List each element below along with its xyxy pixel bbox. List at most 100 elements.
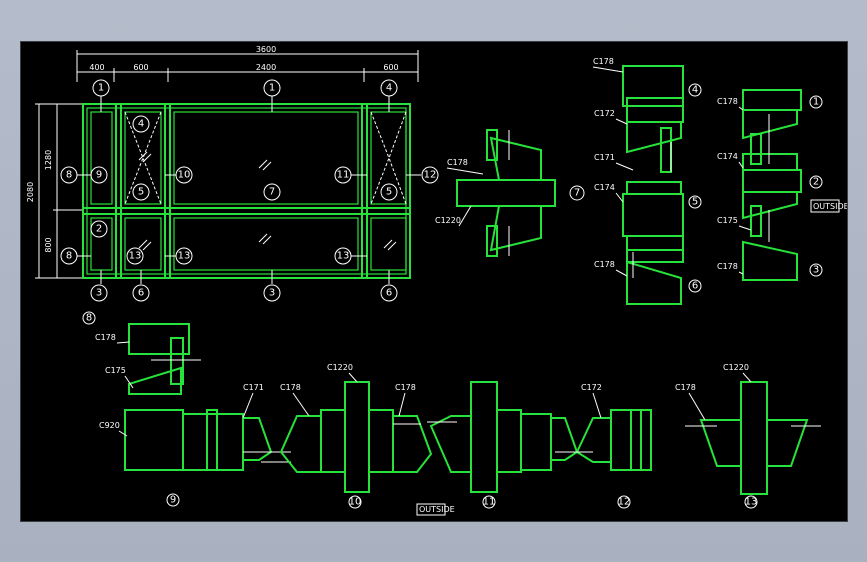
marker-top-4b: 4	[380, 79, 398, 97]
label-c178-s7: C178	[447, 158, 468, 167]
section-7-detail: C178 C1220 7	[435, 129, 585, 257]
marker-5a: 5	[132, 183, 150, 201]
dim-total-height: 2080	[26, 182, 35, 202]
svg-text:11: 11	[337, 170, 350, 181]
svg-text:6: 6	[138, 288, 144, 299]
section-10-detail: C178 C1220 C178 10	[279, 363, 433, 509]
marker-7: 7	[263, 183, 281, 201]
marker-s11: 11	[482, 495, 496, 509]
svg-text:5: 5	[692, 197, 698, 208]
svg-text:3: 3	[269, 288, 275, 299]
label-c1220-s7: C1220	[435, 216, 461, 225]
label-outside-right: OUTSIDE	[813, 202, 847, 211]
marker-top-4a: 4	[132, 115, 150, 133]
marker-s6: 6	[688, 279, 702, 293]
marker-s2: 2	[809, 175, 823, 189]
label-c171-s5: C171	[594, 153, 615, 162]
label-c178-s13: C178	[675, 383, 696, 392]
label-c178-s3: C178	[717, 262, 738, 271]
marker-13c: 13	[334, 247, 352, 265]
label-c178-s1: C178	[717, 97, 738, 106]
label-c171-s9: C171	[243, 383, 264, 392]
marker-top-1: 1	[92, 79, 110, 97]
label-c178-s10b: C178	[395, 383, 416, 392]
section-11-detail: OUTSIDE 11	[416, 381, 522, 516]
svg-text:10: 10	[349, 497, 362, 508]
section-12-detail: C172 12	[520, 383, 652, 509]
svg-text:12: 12	[424, 170, 437, 181]
marker-bottom-6a: 6	[132, 284, 150, 302]
dim-width-1: 400	[89, 63, 104, 72]
dim-height-2: 800	[44, 237, 53, 252]
svg-text:9: 9	[170, 495, 176, 506]
marker-bottom-6b: 6	[380, 284, 398, 302]
marker-5b: 5	[380, 183, 398, 201]
elevation-view: 3600 400 600 2400 600 2080 1280 800	[26, 45, 439, 302]
marker-s1: 1	[809, 95, 823, 109]
svg-text:8: 8	[66, 251, 72, 262]
svg-text:2: 2	[813, 177, 819, 188]
svg-text:9: 9	[96, 170, 102, 181]
svg-text:4: 4	[692, 85, 698, 96]
marker-11: 11	[334, 166, 352, 184]
label-c174-s5: C174	[594, 183, 615, 192]
dim-width-4: 600	[383, 63, 398, 72]
marker-s8: 8	[82, 311, 96, 325]
label-c172-s4: C172	[594, 109, 615, 118]
svg-text:4: 4	[138, 119, 144, 130]
label-c174-s2: C174	[717, 152, 738, 161]
label-c172-s12: C172	[581, 383, 602, 392]
marker-left-8: 8	[60, 166, 78, 184]
label-outside-bottom: OUTSIDE	[419, 505, 455, 514]
marker-top-1b: 1	[263, 79, 281, 97]
label-c175-s8: C175	[105, 366, 126, 375]
dim-height-1: 1280	[44, 150, 53, 170]
label-c178-s8: C178	[95, 333, 116, 342]
svg-text:1: 1	[98, 83, 104, 94]
svg-text:8: 8	[86, 313, 92, 324]
dim-total-width: 3600	[256, 45, 276, 54]
svg-text:7: 7	[574, 188, 580, 199]
marker-s7: 7	[569, 185, 585, 201]
section-8-detail: C178 C175 8	[82, 311, 201, 395]
marker-s13: 13	[744, 495, 758, 509]
svg-text:13: 13	[129, 251, 142, 262]
svg-text:4: 4	[386, 83, 392, 94]
marker-2: 2	[90, 220, 108, 238]
svg-text:1: 1	[813, 97, 819, 108]
section-4-5-6-detail: C178 C172 C171 C174 C178 4 5 6	[592, 57, 702, 305]
marker-bottom-3a: 3	[90, 284, 108, 302]
svg-text:2: 2	[96, 224, 102, 235]
marker-13a: 13	[126, 247, 144, 265]
marker-s5: 5	[688, 195, 702, 209]
label-c178-s4: C178	[593, 57, 614, 66]
dim-width-2: 600	[133, 63, 148, 72]
marker-13b: 13	[175, 247, 193, 265]
marker-left-8b: 8	[60, 247, 78, 265]
section-13-detail: C178 C1220 13	[675, 363, 821, 509]
svg-text:10: 10	[178, 170, 191, 181]
marker-12: 12	[421, 166, 439, 184]
label-c178-s6: C178	[594, 260, 615, 269]
label-c1220-s10: C1220	[327, 363, 353, 372]
svg-text:8: 8	[66, 170, 72, 181]
svg-text:13: 13	[178, 251, 191, 262]
section-9-detail: C920 C171 9	[99, 383, 291, 507]
drawing-canvas: 3600 400 600 2400 600 2080 1280 800	[26, 45, 847, 516]
svg-text:5: 5	[138, 187, 144, 198]
marker-s3: 3	[809, 263, 823, 277]
svg-text:6: 6	[386, 288, 392, 299]
marker-10: 10	[175, 166, 193, 184]
marker-s10: 10	[348, 495, 362, 509]
label-c175-s2: C175	[717, 216, 738, 225]
section-1-2-3-detail: C178 C174 C175 C178 1 2 3 OUTSIDE	[717, 89, 847, 281]
cad-viewport[interactable]: 3600 400 600 2400 600 2080 1280 800	[20, 41, 848, 522]
marker-s4: 4	[688, 83, 702, 97]
svg-text:11: 11	[483, 497, 496, 508]
svg-text:13: 13	[745, 497, 758, 508]
svg-text:13: 13	[337, 251, 350, 262]
svg-text:1: 1	[269, 83, 275, 94]
marker-bottom-3b: 3	[263, 284, 281, 302]
svg-text:6: 6	[692, 281, 698, 292]
dim-width-3: 2400	[256, 63, 276, 72]
